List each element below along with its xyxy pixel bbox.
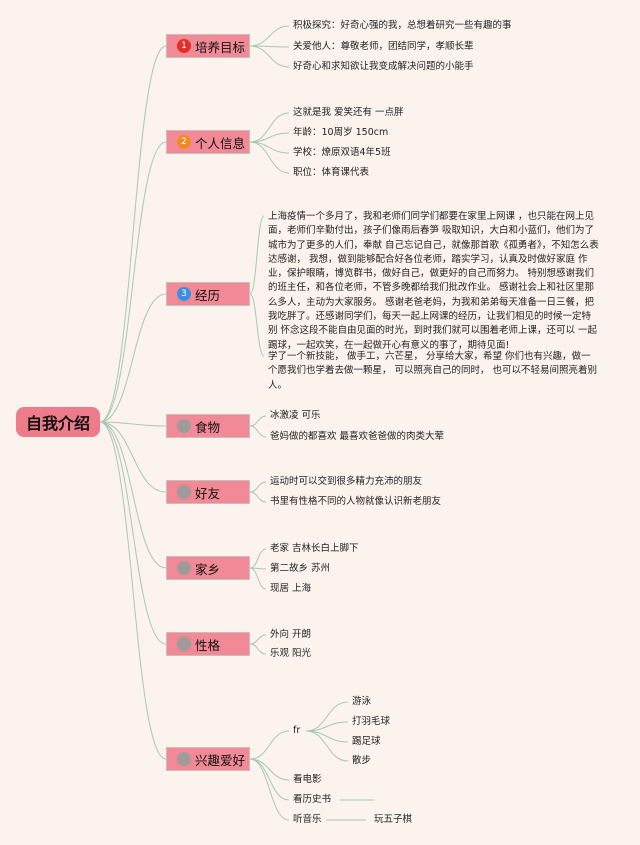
number-badge-icon: 3 xyxy=(177,287,191,301)
root-connector xyxy=(99,421,167,760)
leaf-text: 打羽毛球 xyxy=(352,716,391,727)
branch-label: 食物 xyxy=(195,419,221,435)
dot-badge-icon xyxy=(177,485,191,499)
leaf-text: 看电影 xyxy=(293,774,322,785)
leaf-connector xyxy=(305,730,349,762)
leaf-connector xyxy=(305,730,349,743)
root-connector xyxy=(99,421,167,569)
leaf-connector xyxy=(249,415,267,427)
leaf-text: 冰激凌 可乐 xyxy=(270,410,321,421)
leaf-connector xyxy=(249,634,267,645)
branch-info[interactable]: 2 个人信息 xyxy=(166,130,250,154)
branch-label: 性格 xyxy=(195,637,221,653)
leaf-connector xyxy=(249,425,267,438)
leaf-text: 书里有性格不同的人物就像认识新老朋友 xyxy=(270,496,442,507)
leaf-text: 运动时可以交到很多精力充沛的朋友 xyxy=(270,476,423,487)
leaf-connector xyxy=(249,112,290,143)
number-badge-icon: 1 xyxy=(177,39,191,53)
branch-experience[interactable]: 3 经历 xyxy=(166,282,250,306)
branch-hometown[interactable]: 家乡 xyxy=(166,556,250,580)
leaf-text: 乐观 阳光 xyxy=(270,648,312,659)
leaf-connector xyxy=(249,643,267,655)
leaf-text: 职位：体育课代表 xyxy=(293,167,370,178)
root-connector xyxy=(99,45,167,423)
dot-badge-icon xyxy=(177,561,191,575)
number-badge-icon: 2 xyxy=(177,135,191,149)
branch-hobby[interactable]: 兴趣爱好 xyxy=(166,747,250,771)
leaf-connector xyxy=(249,567,267,590)
branch-label: 好友 xyxy=(195,485,221,501)
root-connector xyxy=(99,141,167,423)
leaf-connector xyxy=(249,481,267,493)
root-connector xyxy=(99,421,167,645)
leaf-text: 年龄：10周岁 150cm xyxy=(293,127,389,138)
leaf-connector xyxy=(249,25,290,47)
leaf-connector xyxy=(249,141,290,154)
dot-badge-icon xyxy=(177,419,191,433)
leaf-text: 学校：燎原双语4年5班 xyxy=(293,147,391,158)
leaf-text: 老家 吉林长白上脚下 xyxy=(270,543,359,554)
leaf-text: 散步 xyxy=(352,755,372,766)
branch-friend[interactable]: 好友 xyxy=(166,480,250,504)
leaf-text: 关爱他人：尊敬老师，团结同学，孝顺长辈 xyxy=(293,41,474,52)
leaf-text: 爸妈做的都喜欢 最喜欢爸爸做的肉类大荤 xyxy=(270,431,445,442)
leaf-text: 踢足球 xyxy=(352,736,381,747)
leaf-text: 现居 上海 xyxy=(270,583,312,594)
leaf-connector xyxy=(249,491,267,503)
root-label: 自我介绍 xyxy=(25,414,90,433)
branch-label: 个人信息 xyxy=(195,135,246,151)
leaf-connector xyxy=(249,45,290,68)
root-node[interactable]: 自我介绍 xyxy=(16,407,100,437)
leaf-connector xyxy=(249,215,265,295)
branch-label: 经历 xyxy=(195,287,221,303)
leaf-text: 好奇心和求知欲让我变成解决问题的小能手 xyxy=(293,61,474,72)
leaf-connector xyxy=(249,758,290,781)
branch-food[interactable]: 食物 xyxy=(166,414,250,438)
leaf-text: 这就是我 爱笑还有 一点胖 xyxy=(293,107,404,118)
leaf-text: 外向 开朗 xyxy=(270,629,312,640)
sub-node-label: fr xyxy=(293,725,301,736)
experience-paragraph: 上海疫情一个多月了，我和老师们同学们都要在家里上网课 ，也只能在网上见面，老师们… xyxy=(268,211,599,351)
root-connector xyxy=(99,421,167,493)
leaf-connector xyxy=(305,701,349,732)
branch-label: 家乡 xyxy=(195,561,221,577)
leaf-text: 积极探究：好奇心强的我，总想着研究一些有趣的事 xyxy=(293,20,512,31)
leaf-text: 游泳 xyxy=(352,696,372,707)
branch-goal[interactable]: 1 培养目标 xyxy=(166,34,250,58)
branch-character[interactable]: 性格 xyxy=(166,632,250,656)
root-connector xyxy=(99,421,167,427)
branch-label: 兴趣爱好 xyxy=(195,752,246,768)
leaf-connector xyxy=(249,758,290,821)
experience-paragraph: 学了一个新技能， 做手工，六芒星， 分享给大家，希望 你们也有兴趣，做一个愿我们… xyxy=(268,351,598,391)
dot-badge-icon xyxy=(177,752,191,766)
leaf-text: 玩五子棋 xyxy=(374,814,413,825)
branch-label: 培养目标 xyxy=(195,39,246,55)
leaf-connector xyxy=(249,141,290,174)
leaf-text: 听音乐 xyxy=(293,814,322,825)
leaf-connector xyxy=(249,293,265,357)
leaf-connector xyxy=(249,730,290,760)
leaf-text: 看历史书 xyxy=(293,794,332,805)
dot-badge-icon xyxy=(177,637,191,651)
leaf-text: 第二故乡 苏州 xyxy=(270,563,331,574)
root-connector xyxy=(99,293,167,423)
leaf-connector xyxy=(249,548,267,569)
